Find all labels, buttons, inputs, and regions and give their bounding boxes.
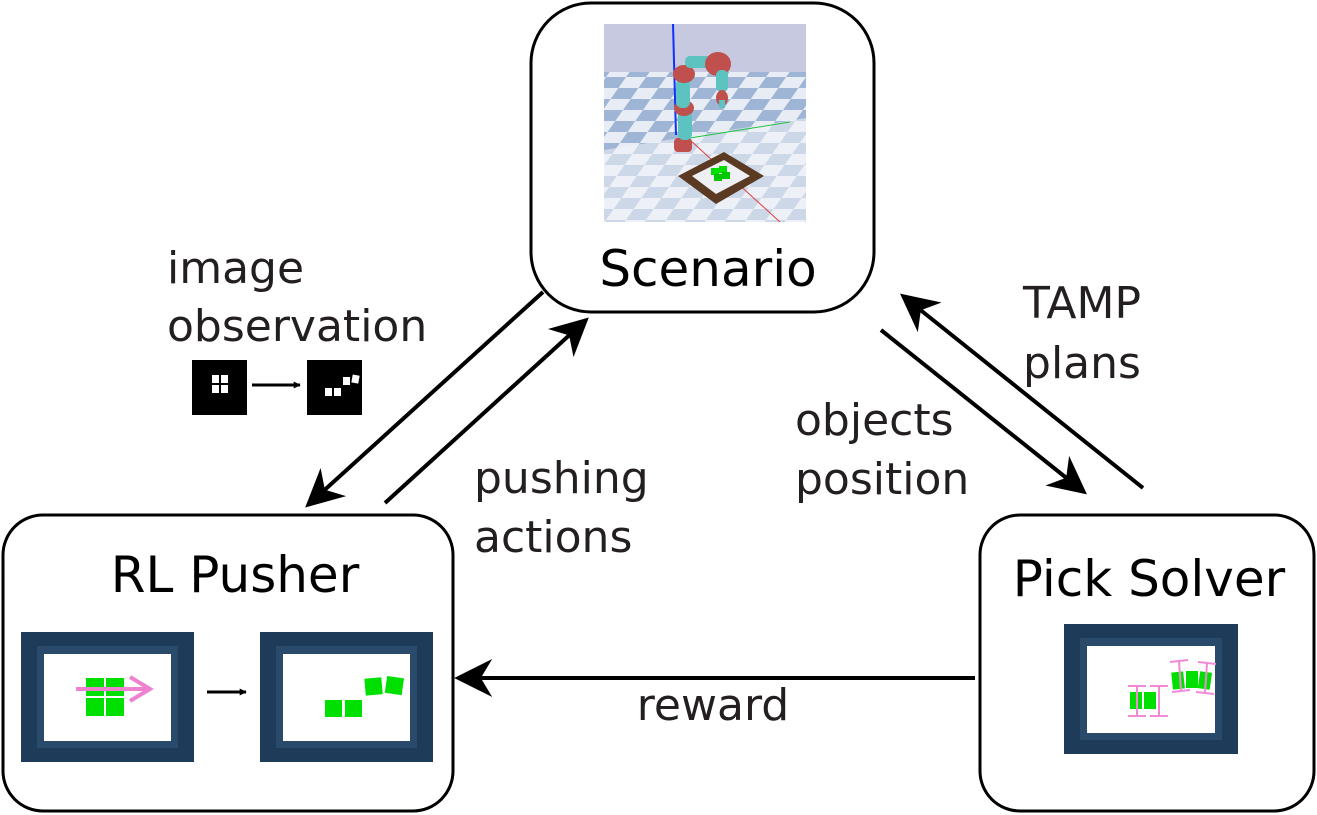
reward-label: reward [637,680,789,731]
svg-text:actions: actions [474,512,632,563]
pick-solver-frame [1064,624,1238,754]
observation-glyph [192,360,362,415]
cube-icon [86,698,104,716]
svg-text:TAMP: TAMP [1022,278,1141,329]
tamp-plans-label: TAMP plans [1022,278,1141,389]
edge-solver-to-scenario [900,293,1145,490]
cube-icon [1186,671,1198,688]
cube-icon [106,698,124,716]
scenario-label: Scenario [599,240,816,298]
pusher-after-frame [260,632,433,762]
scenario-node: Scenario [529,1,876,314]
objects-position-label: objects position [795,395,969,505]
rl-pusher-label: RL Pusher [111,546,360,604]
cube-icon [1144,692,1156,709]
svg-text:objects: objects [795,395,954,446]
edge-scenario-to-pusher [305,290,545,508]
cube-icon [364,677,383,696]
pushing-actions-label: pushing actions [474,453,649,563]
svg-text:pushing: pushing [474,453,649,504]
pick-solver-label: Pick Solver [1013,550,1286,608]
image-observation-label: image observation [167,243,427,352]
gripper-icon [1128,659,1217,717]
cube-icon [325,700,342,717]
edge-scenario-to-solver [879,328,1087,495]
cube-icon [345,700,362,717]
cube-icon [1171,671,1185,690]
svg-text:observation: observation [167,301,427,352]
svg-text:image: image [167,243,304,294]
tray-icon [678,152,764,204]
robot-arm-icon [673,52,731,152]
edge-pusher-to-scenario [383,317,589,505]
scenario-simulation-image [604,23,806,223]
svg-text:plans: plans [1023,338,1141,389]
cube-icon [384,675,405,696]
svg-text:position: position [795,454,969,505]
pick-solver-node: Pick Solver [978,513,1316,813]
pusher-before-frame [21,632,194,762]
rl-pusher-node: RL Pusher [1,513,455,813]
